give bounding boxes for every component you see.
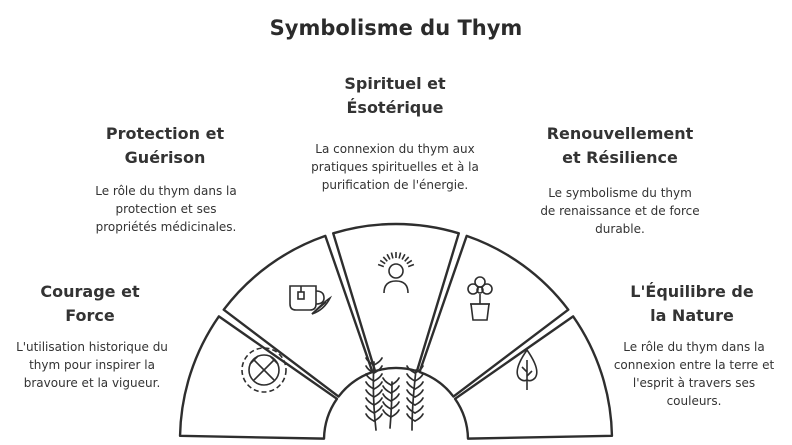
potted-plant-icon [467, 276, 493, 321]
renouvellement-title: Renouvellement et Résilience [546, 124, 694, 167]
equilibre-description: Le rôle du thym dans la connexion entre … [613, 340, 775, 408]
segment-renouvellement [418, 234, 570, 398]
courage-title: Courage et Force [40, 282, 140, 325]
fan-segments [178, 222, 614, 440]
courage-description: L'utilisation historique du thym pour in… [16, 340, 168, 390]
protection-title: Protection et Guérison [105, 124, 225, 167]
shield-swords-icon [241, 347, 287, 393]
thyme-sprigs-icon [365, 357, 424, 431]
segment-courage [178, 315, 339, 440]
meditation-person-icon [377, 252, 415, 294]
tree-icon [516, 348, 538, 390]
equilibre-title: L'Équilibre de la Nature [630, 282, 754, 325]
tea-cup-icon [289, 285, 333, 315]
protection-description: Le rôle du thym dans la protection et se… [95, 184, 237, 234]
segment-protection [222, 234, 374, 398]
segment-equilibre [453, 315, 614, 440]
segment-spirituel [332, 222, 460, 373]
page-title: Symbolisme du Thym [269, 16, 523, 40]
spirituel-title: Spirituel et Ésotérique [344, 74, 446, 117]
renouvellement-description: Le symbolisme du thym de renaissance et … [540, 186, 700, 236]
spirituel-description: La connexion du thym aux pratiques spiri… [311, 142, 479, 192]
